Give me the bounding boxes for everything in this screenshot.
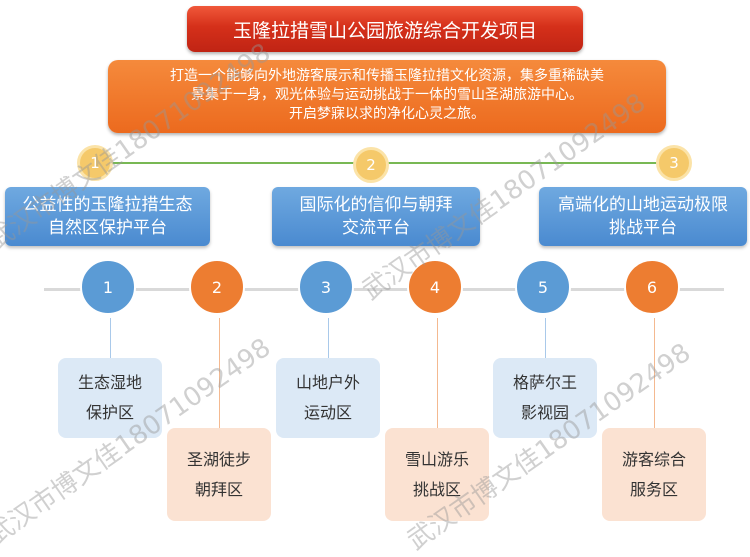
zone-connector [110,318,111,358]
zone-number-4: 4 [407,259,463,315]
timeline-line [44,288,724,291]
platform-number-3: 3 [656,145,692,181]
zone-number-1: 1 [80,259,136,315]
zone-label: 游客综合服务区 [621,449,686,499]
description-line: 打造一个能够向外地游客展示和传播玉隆拉措文化资源，集多重稀缺美 [170,68,604,84]
zone-box-1: 生态湿地保护区 [58,358,162,438]
zone-box-2: 圣湖徒步朝拜区 [167,428,271,521]
zone-number-3: 3 [298,259,354,315]
zone-label: 雪山游乐挑战区 [404,449,469,499]
description-line: 景集于一身，观光体验与运动挑战于一体的雪山圣湖旅游中心。 [191,87,583,103]
zone-connector [219,318,220,428]
platform-number-1: 1 [77,145,113,181]
zone-box-5: 格萨尔王影视园 [493,358,597,438]
platform-box-3: 高端化的山地运动极限挑战平台 [539,187,747,246]
zone-connector [437,318,438,428]
zone-box-4: 雪山游乐挑战区 [385,428,489,521]
zone-number-2: 2 [189,259,245,315]
zone-label: 山地户外运动区 [295,373,360,422]
platform-box-2: 国际化的信仰与朝拜交流平台 [272,187,480,246]
zone-connector [545,318,546,358]
zone-label: 格萨尔王影视园 [512,373,577,422]
zone-box-3: 山地户外运动区 [276,358,380,438]
zone-number-5: 5 [515,259,571,315]
zone-label: 圣湖徒步朝拜区 [186,449,251,499]
description-line: 开启梦寐以求的净化心灵之旅。 [289,106,485,122]
zone-connector [328,318,329,358]
project-title: 玉隆拉措雪山公园旅游综合开发项目 [187,6,583,52]
project-description: 打造一个能够向外地游客展示和传播玉隆拉措文化资源，集多重稀缺美 景集于一身，观光… [108,60,666,133]
zone-number-6: 6 [624,259,680,315]
zone-box-6: 游客综合服务区 [602,428,706,521]
zone-label: 生态湿地保护区 [77,373,142,422]
platform-box-1: 公益性的玉隆拉措生态自然区保护平台 [5,187,210,246]
platform-number-2: 2 [353,147,389,183]
zone-connector [654,318,655,428]
